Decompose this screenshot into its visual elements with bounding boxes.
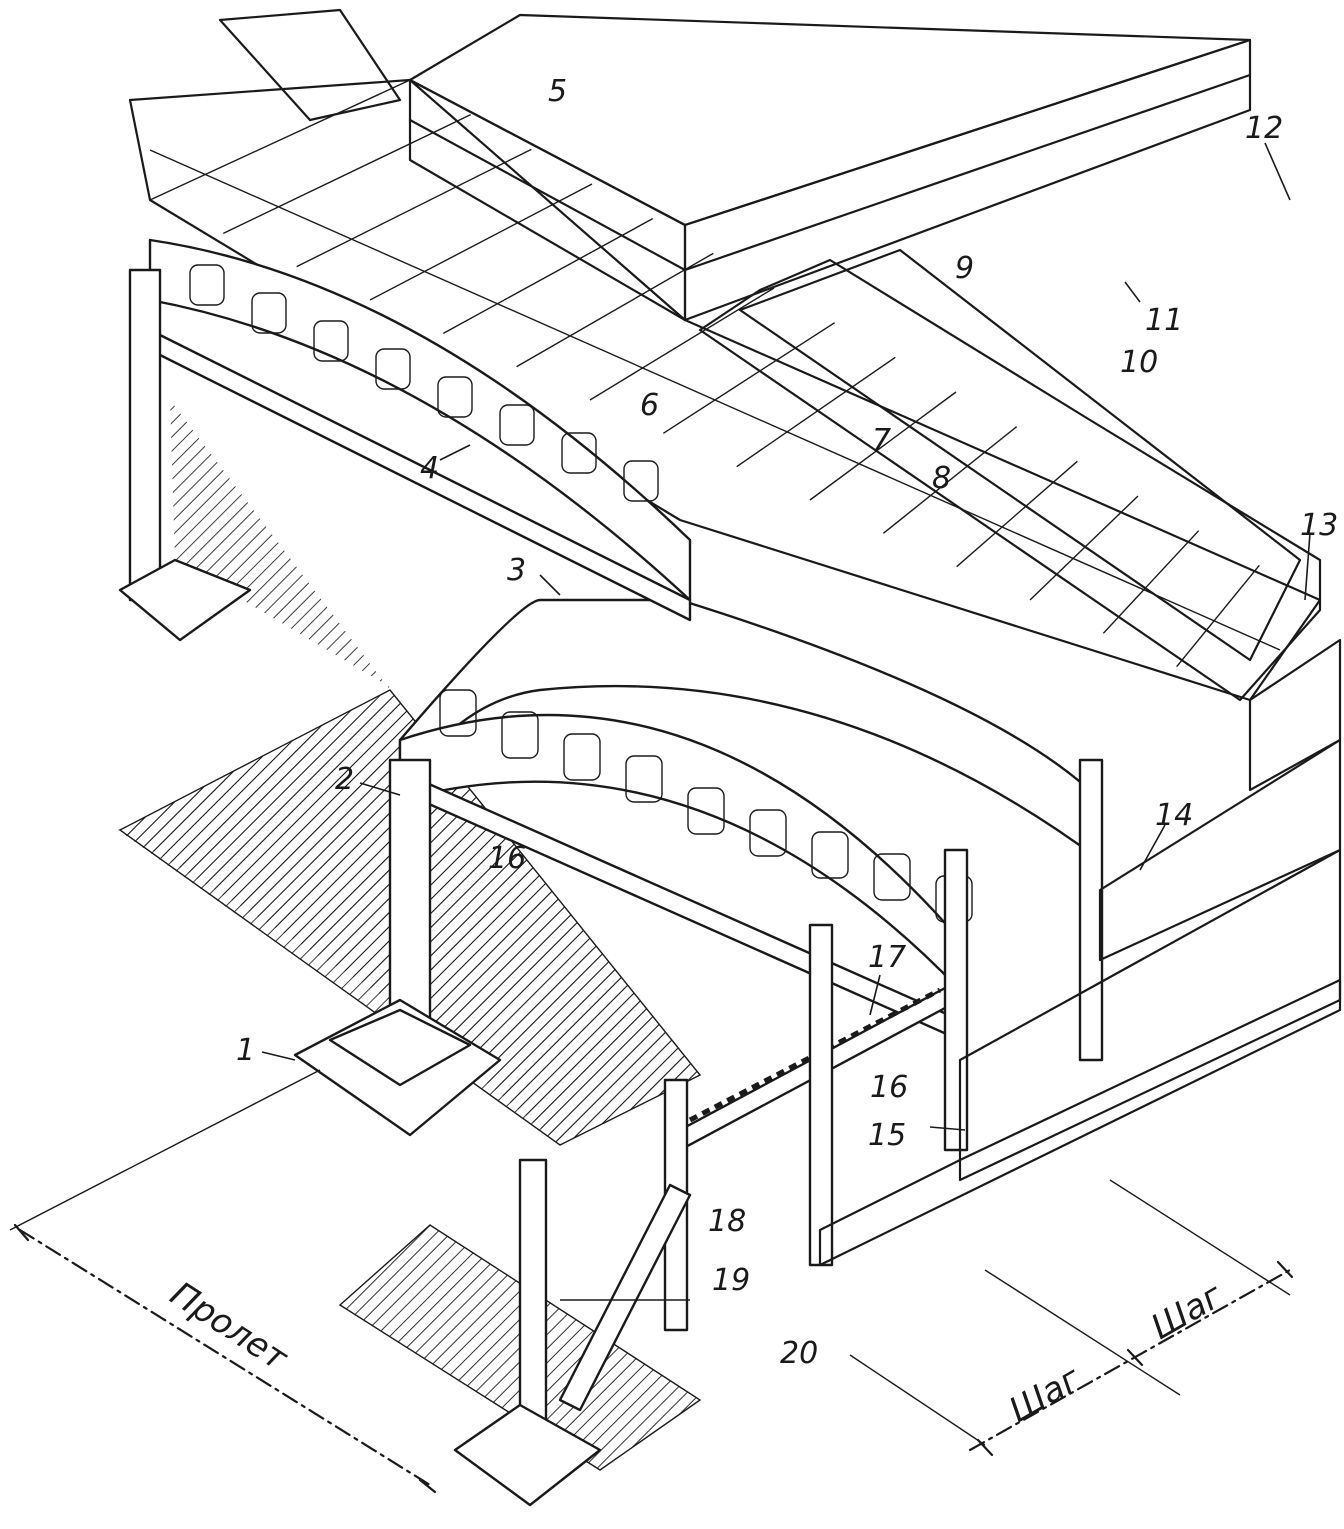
truss-panel-opening [313, 320, 349, 362]
step-label-1: Шаг [1003, 1358, 1089, 1431]
label-12: 12 [1245, 111, 1283, 146]
truss-panel-opening [561, 432, 597, 474]
dimension-labels: Пролет Шаг Шаг [163, 1274, 1230, 1431]
truss-panel-opening [437, 376, 473, 418]
roof-slab-joint [1102, 530, 1200, 634]
truss-panel-opening [439, 689, 477, 737]
roof-slab-joint [369, 183, 593, 301]
label-18: 18 [708, 1204, 746, 1239]
label-15: 15 [868, 1118, 906, 1153]
truss-panel-opening [811, 831, 849, 879]
roof-slab-joint [296, 148, 532, 268]
roof-slab-joint [442, 218, 654, 334]
roof-slab-joint [1176, 564, 1260, 668]
label-11: 11 [1145, 303, 1183, 338]
roof-slab-joint [662, 322, 836, 434]
roof-slab-joint [736, 356, 896, 468]
label-17: 17 [868, 940, 906, 975]
label-14: 14 [1155, 798, 1193, 833]
roof-slab-joint [223, 114, 471, 234]
label-5: 5 [548, 74, 567, 109]
foundations [118, 558, 602, 1507]
label-7: 7 [872, 423, 891, 458]
truss-panel-opening [563, 733, 601, 781]
roof-slab-joint [516, 252, 714, 368]
label-8: 8 [932, 461, 951, 496]
wall-panels [818, 638, 1342, 1267]
label-1: 1 [236, 1033, 255, 1068]
label-20: 20 [780, 1336, 818, 1371]
step-label-2: Шаг [1145, 1275, 1231, 1348]
truss-panel-opening [189, 264, 225, 306]
label-9: 9 [955, 251, 974, 286]
truss-panel-opening [873, 853, 911, 901]
label-10: 10 [1120, 345, 1158, 380]
roof-slab-joint [882, 426, 1018, 534]
truss-panel-opening [501, 711, 539, 759]
truss-panel-opening [687, 787, 725, 835]
label-16-crane: 16 [870, 1070, 908, 1105]
roof-slab-joint [1029, 495, 1139, 601]
truss-panel-opening [625, 755, 663, 803]
roof-lantern [408, 13, 1252, 322]
label-13: 13 [1300, 508, 1338, 543]
leader-lines [261, 142, 1311, 1131]
truss-panel-opening [375, 348, 411, 390]
vertical-bracing [558, 1183, 692, 1412]
roof-slab-ridge-joint [149, 149, 1281, 651]
roof-insulation-layers [218, 8, 1322, 702]
label-3: 3 [507, 553, 526, 588]
label-6: 6 [640, 388, 659, 423]
roof-slab-joint [956, 460, 1078, 568]
label-4: 4 [420, 451, 439, 486]
truss-panel-opening [499, 404, 535, 446]
truss-panel-opening [623, 460, 659, 502]
label-19: 19 [712, 1263, 750, 1298]
truss-panel-opening [251, 292, 287, 334]
roof-slab-joint [589, 287, 775, 401]
roof-slab-joint [809, 391, 957, 501]
roof-slabs [128, 78, 1322, 702]
dimension-lines [9, 1069, 1294, 1494]
label-2: 2 [335, 762, 354, 797]
callout-labels: 1 2 3 4 5 6 7 8 9 10 11 12 13 14 15 16 1… [236, 74, 1338, 1371]
truss-panel-opening [749, 809, 787, 857]
roof-slab-joint [149, 79, 411, 201]
span-label: Пролет [163, 1274, 295, 1379]
label-16-truss: 16 [488, 841, 526, 876]
